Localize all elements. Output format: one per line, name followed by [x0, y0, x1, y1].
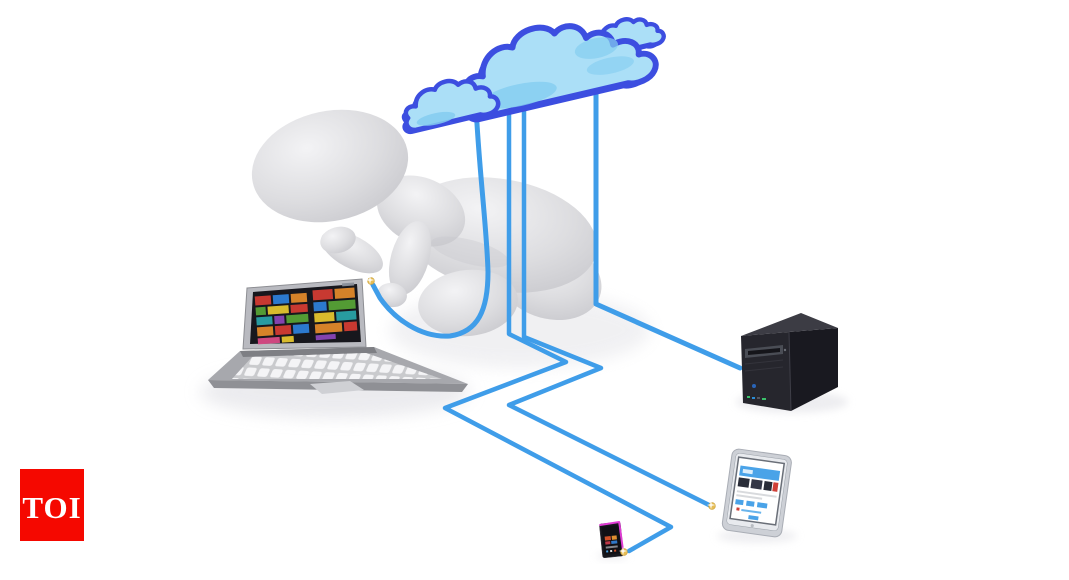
tower-led [747, 396, 750, 398]
cloud-small-left [395, 72, 501, 136]
toi-logo-background [20, 469, 84, 541]
tower-led [762, 398, 766, 400]
figure-shoulder [376, 175, 466, 247]
tablet-dot [736, 507, 740, 511]
tablet-home-button [750, 524, 754, 528]
toi-logo-text: TOI [22, 490, 81, 525]
tablet-thumbnail [763, 480, 773, 491]
cables [370, 81, 743, 554]
tablet-link-line [741, 509, 762, 514]
tablet-thumbnail [737, 477, 750, 488]
smartphone [599, 521, 625, 559]
tower-led [752, 397, 755, 399]
tower-top-panel [741, 313, 838, 336]
cable-to-tower [593, 81, 743, 371]
tablet-thumbnail [750, 479, 763, 490]
tablet-banner-text [742, 468, 753, 475]
phone-tile [611, 535, 617, 540]
figure-knee [418, 269, 518, 337]
tower-eject-button [783, 348, 787, 352]
phone-tile [611, 540, 618, 544]
cable-to-phone [442, 94, 674, 554]
tower-drive-slot [748, 348, 780, 355]
figure-left-hand [320, 226, 356, 254]
tower-power-led [752, 384, 756, 388]
pc-tower [741, 313, 838, 412]
connector-tip-hand [365, 275, 375, 285]
phone-tile [604, 536, 612, 541]
tablet-button [735, 499, 744, 506]
toi-logo: TOI [20, 469, 84, 541]
laptop-keyboard [232, 353, 442, 379]
tower-bay-line [744, 366, 784, 372]
tower-bay-line [744, 359, 784, 365]
phone-text-line [605, 545, 618, 549]
tablet-button [756, 502, 768, 509]
tablet-button [745, 500, 755, 507]
tablet-banner [739, 465, 781, 481]
figure-head [251, 109, 409, 223]
tablet-text-line [736, 490, 777, 498]
phone-dot [610, 549, 613, 553]
laptop [208, 278, 468, 394]
tower-led [757, 397, 760, 399]
tablet-thumbnail-accent [772, 482, 779, 492]
phone-dot [606, 550, 609, 553]
phone-dot [614, 549, 617, 552]
laptop-hinge [240, 347, 377, 357]
tower-side-panel [789, 328, 838, 411]
tower-edge-highlight [788, 331, 792, 412]
figure-character [251, 109, 602, 337]
figure-right-arm [388, 221, 432, 295]
tablet-footer-button [748, 515, 759, 521]
laptop-touchpad [310, 381, 364, 394]
tablet-text-line [736, 494, 763, 500]
cloud-main [450, 5, 659, 125]
cable-to-laptop-hand [370, 103, 491, 339]
laptop-screen-tiles [254, 282, 358, 345]
clouds [395, 5, 666, 136]
phone-tile [605, 541, 611, 545]
tablet [721, 448, 792, 538]
cable-to-tablet [506, 92, 714, 509]
phone-edge-highlight [599, 521, 625, 555]
